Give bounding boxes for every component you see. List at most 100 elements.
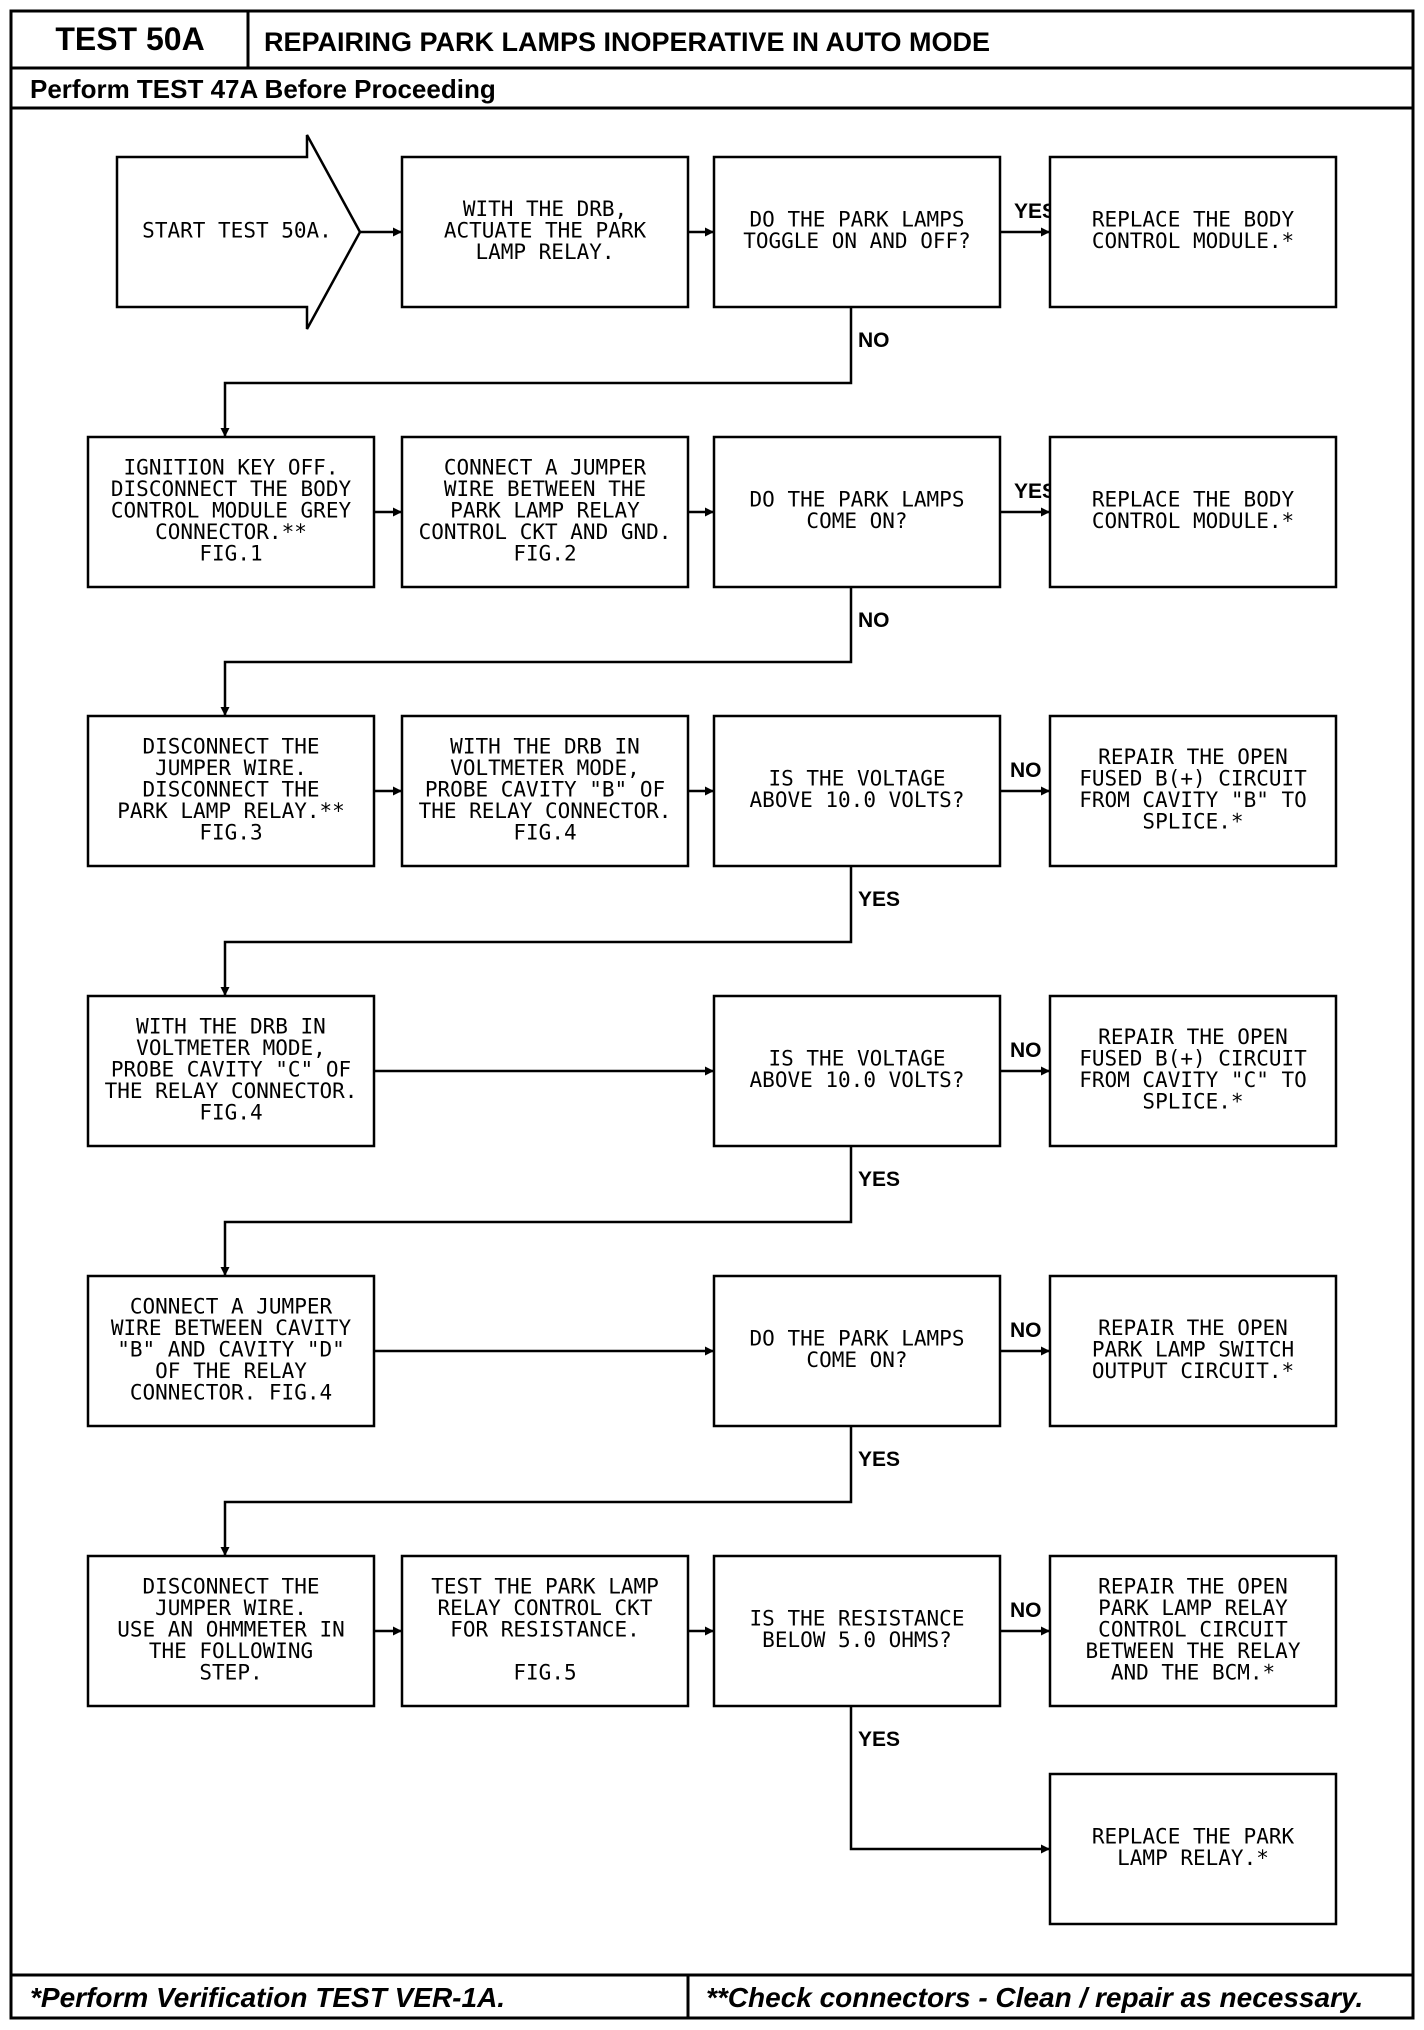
node-text-line: CONTROL CIRCUIT [1098, 1617, 1288, 1641]
node-text-line: IS THE VOLTAGE [768, 767, 945, 791]
node-text-line: WIRE BETWEEN CAVITY [111, 1316, 352, 1340]
start-arrow-shape [115, 134, 362, 330]
node-text-line: JUMPER WIRE. [155, 756, 307, 780]
connector-e15 [220, 1146, 853, 1276]
connector-e4 [220, 307, 853, 437]
footer-left-note: *Perform Verification TEST VER-1A. [30, 1982, 505, 2013]
node-text-line: FIG.4 [513, 820, 576, 844]
node-text-line: CONNECTOR. FIG.4 [130, 1380, 332, 1404]
branch-label: YES [858, 1448, 900, 1471]
node-text-line: ABOVE 10.0 VOLTS? [750, 1068, 965, 1092]
node-text-line: BELOW 5.0 OHMS? [762, 1628, 952, 1652]
node-text-line: ABOVE 10.0 VOLTS? [750, 788, 965, 812]
node-text-line: CONNECT A JUMPER [130, 1294, 333, 1318]
branch-label: YES [858, 1728, 900, 1751]
connector-e18 [220, 1426, 853, 1556]
node-text-line: TEST THE PARK LAMP [431, 1574, 659, 1598]
branch-label: NO [1010, 759, 1042, 782]
process-box [1048, 994, 1338, 1148]
node-text-line: WITH THE DRB IN [136, 1014, 326, 1038]
process-box [1048, 714, 1338, 868]
node-text-line: IS THE RESISTANCE [750, 1607, 965, 1631]
process-box [712, 155, 1002, 309]
node-text-line: FOR RESISTANCE. [450, 1617, 640, 1641]
process-box [86, 1274, 376, 1428]
footer-right-note: **Check connectors - Clean / repair as n… [706, 1982, 1363, 2013]
process-box [86, 1554, 376, 1708]
node-text-line: CONTROL MODULE.* [1092, 509, 1294, 533]
node-text-line: WIRE BETWEEN THE [444, 477, 646, 501]
process-box [400, 1554, 690, 1708]
node-text-line: TOGGLE ON AND OFF? [743, 229, 971, 253]
prerequisite: Perform TEST 47A Before Proceeding [30, 74, 496, 104]
node-ignition-off: IGNITION KEY OFF.DISCONNECT THE BODYCONT… [86, 435, 376, 589]
node-text-line: FIG.1 [199, 541, 262, 565]
node-text-line: "B" AND CAVITY "D" [117, 1337, 345, 1361]
node-text-line: FUSED B(+) CIRCUIT [1079, 1047, 1307, 1071]
node-text-line: IS THE VOLTAGE [768, 1047, 945, 1071]
branch-label: NO [1010, 1599, 1042, 1622]
branch-label: NO [858, 329, 890, 352]
connector-e12 [220, 866, 853, 996]
process-box [1048, 1772, 1338, 1926]
node-text-line: FROM CAVITY "B" TO [1079, 788, 1307, 812]
node-text-line: USE AN OHMMETER IN [117, 1617, 345, 1641]
node-text-line: DO THE PARK LAMPS [750, 488, 965, 512]
node-text-line: DISCONNECT THE BODY [111, 477, 352, 501]
process-box [712, 994, 1002, 1148]
node-text-line: REPLACE THE PARK [1092, 1825, 1295, 1849]
node-text-line: DISCONNECT THE [142, 1574, 319, 1598]
node-text-line: STEP. [199, 1660, 262, 1684]
node-text-line: PARK LAMP RELAY [450, 498, 640, 522]
node-text-line: CONTROL CKT AND GND. [419, 520, 672, 544]
node-text-line: VOLTMETER MODE, [450, 756, 640, 780]
branch-label: YES [1014, 200, 1056, 223]
branch-label: YES [858, 888, 900, 911]
node-text-line: COME ON? [806, 509, 907, 533]
node-text-line: FIG.4 [199, 1100, 262, 1124]
process-box [1048, 1554, 1338, 1708]
node-text-line: LAMP RELAY.* [1117, 1846, 1269, 1870]
node-text-line: RELAY CONTROL CKT [438, 1596, 653, 1620]
node-text-line: ACTUATE THE PARK [444, 218, 647, 242]
node-text-line: REPLACE THE BODY [1092, 208, 1295, 232]
node-text-line: FIG.5 [513, 1660, 576, 1684]
node-text-line: COME ON? [806, 1348, 907, 1372]
node-text-line: FIG.2 [513, 541, 576, 565]
process-box [1048, 435, 1338, 589]
node-text-line: WITH THE DRB IN [450, 734, 640, 758]
node-text-line: JUMPER WIRE. [155, 1596, 307, 1620]
node-text-line: VOLTMETER MODE, [136, 1036, 326, 1060]
process-box [86, 994, 376, 1148]
node-text-line: DO THE PARK LAMPS [750, 208, 965, 232]
node-text-line: FIG.3 [199, 820, 262, 844]
connector-e22 [849, 1706, 1050, 1854]
node-text-line: CONNECT A JUMPER [444, 455, 647, 479]
branch-label: YES [1014, 480, 1056, 503]
process-box [86, 714, 376, 868]
branch-label: YES [858, 1168, 900, 1191]
process-box [712, 714, 1002, 868]
node-text-line: BETWEEN THE RELAY [1086, 1639, 1301, 1663]
node-text-line: AND THE BCM.* [1111, 1660, 1275, 1684]
branch-label: NO [1010, 1319, 1042, 1342]
process-box [1048, 1274, 1338, 1428]
